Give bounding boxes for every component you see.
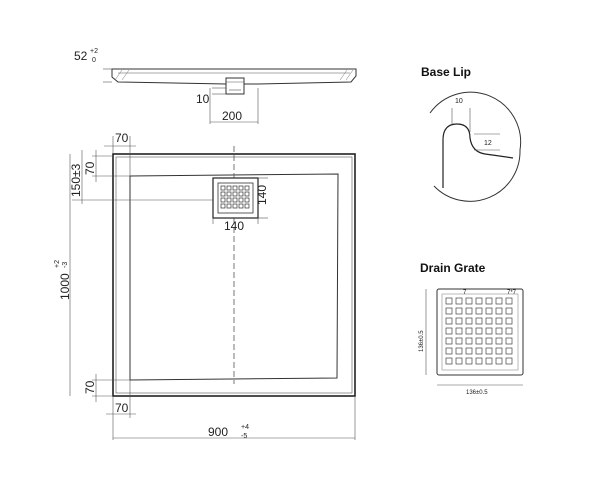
grate-hole bbox=[455, 327, 463, 335]
width-tol-top: +4 bbox=[241, 424, 249, 431]
grate-hole bbox=[495, 327, 503, 335]
plan-grate-holes bbox=[220, 185, 250, 209]
grate-hole bbox=[505, 357, 513, 365]
grate-height-label: 140 bbox=[255, 185, 269, 205]
width-tol-bottom: -5 bbox=[241, 433, 247, 440]
bottom-border-label: 70 bbox=[83, 380, 97, 394]
grate-hole bbox=[495, 307, 503, 315]
drain-grate-title: Drain Grate bbox=[420, 261, 486, 275]
grate-hole bbox=[485, 347, 493, 355]
grate-dim-b: 7*7 bbox=[507, 290, 517, 296]
grate-hole bbox=[445, 317, 453, 325]
grate-hole bbox=[445, 307, 453, 315]
grate-hole bbox=[505, 327, 513, 335]
drain-width-label: 200 bbox=[222, 109, 242, 123]
top-border-label: 70 bbox=[83, 161, 97, 175]
grate-hole bbox=[455, 337, 463, 345]
grate-hole bbox=[465, 327, 473, 335]
detail-grate-holes bbox=[445, 297, 513, 365]
grate-hole bbox=[495, 297, 503, 305]
grate-hole bbox=[505, 347, 513, 355]
grate-hole bbox=[475, 337, 483, 345]
grate-hole bbox=[495, 317, 503, 325]
grate-hole bbox=[445, 347, 453, 355]
grate-hole bbox=[465, 297, 473, 305]
grate-hole bbox=[485, 327, 493, 335]
detail-grate-outer bbox=[436, 288, 524, 376]
grate-hole bbox=[465, 317, 473, 325]
grate-hole bbox=[485, 297, 493, 305]
base-lip-detail: Base Lip 10 12 bbox=[421, 65, 522, 202]
base-lip-top-dim: 10 bbox=[455, 98, 463, 105]
drain-depth-label: 10 bbox=[196, 92, 210, 106]
grate-hole bbox=[455, 357, 463, 365]
grate-hole bbox=[505, 317, 513, 325]
grate-hole bbox=[505, 297, 513, 305]
grate-hole bbox=[475, 317, 483, 325]
base-lip-title: Base Lip bbox=[421, 65, 471, 79]
side-height-tol-top: +2 bbox=[90, 48, 98, 55]
grate-hole bbox=[475, 347, 483, 355]
drain-outlet bbox=[225, 77, 245, 95]
side-height-label: 52 bbox=[74, 49, 88, 63]
grate-hole bbox=[475, 357, 483, 365]
grate-hole bbox=[505, 337, 513, 345]
tray-outer bbox=[112, 153, 356, 397]
grate-hole bbox=[465, 307, 473, 315]
grate-hole bbox=[485, 337, 493, 345]
top-tol-label: 150±3 bbox=[69, 163, 83, 197]
grate-hole bbox=[445, 327, 453, 335]
grate-hole bbox=[455, 307, 463, 315]
grate-hole bbox=[475, 297, 483, 305]
grate-hole bbox=[505, 307, 513, 315]
grate-hole bbox=[465, 347, 473, 355]
plan-view: 70 150±3 70 140 140 1000 +2 -3 70 70 900 bbox=[54, 131, 356, 440]
base-lip-side-dim: 12 bbox=[484, 140, 492, 147]
drain-grate-detail: Drain Grate 7 7*7 136±0.5 136±0.5 bbox=[419, 261, 524, 396]
tray-basin bbox=[129, 173, 339, 381]
grate-dim-a: 7 bbox=[463, 290, 467, 296]
grate-hole bbox=[465, 337, 473, 345]
base-lip-circle bbox=[429, 91, 522, 202]
grate-hole bbox=[485, 317, 493, 325]
grate-hole bbox=[475, 327, 483, 335]
length-label: 1000 bbox=[58, 273, 72, 300]
grate-hole bbox=[445, 297, 453, 305]
bottom-left-border-label: 70 bbox=[115, 401, 129, 415]
length-tol-top: +2 bbox=[54, 260, 61, 268]
grate-hole bbox=[455, 317, 463, 325]
left-border-label: 70 bbox=[115, 131, 129, 145]
grate-hole bbox=[485, 357, 493, 365]
grate-hole bbox=[445, 337, 453, 345]
grate-side-dim: 136±0.5 bbox=[419, 330, 425, 352]
side-view: 52 +2 0 10 200 bbox=[74, 48, 357, 124]
grate-hole bbox=[465, 357, 473, 365]
width-label: 900 bbox=[208, 425, 228, 439]
grate-width-label: 140 bbox=[224, 219, 244, 233]
grate-hole bbox=[445, 357, 453, 365]
grate-hole bbox=[485, 307, 493, 315]
grate-hole bbox=[495, 337, 503, 345]
grate-hole bbox=[495, 347, 503, 355]
grate-hole bbox=[455, 297, 463, 305]
base-lip-profile bbox=[442, 123, 514, 188]
length-tol-bottom: -3 bbox=[62, 262, 69, 268]
grate-hole bbox=[475, 307, 483, 315]
grate-hole bbox=[495, 357, 503, 365]
grate-hole bbox=[455, 347, 463, 355]
side-hatch bbox=[114, 69, 354, 81]
side-height-tol-bottom: 0 bbox=[92, 57, 96, 64]
grate-bottom-dim: 136±0.5 bbox=[466, 390, 488, 396]
